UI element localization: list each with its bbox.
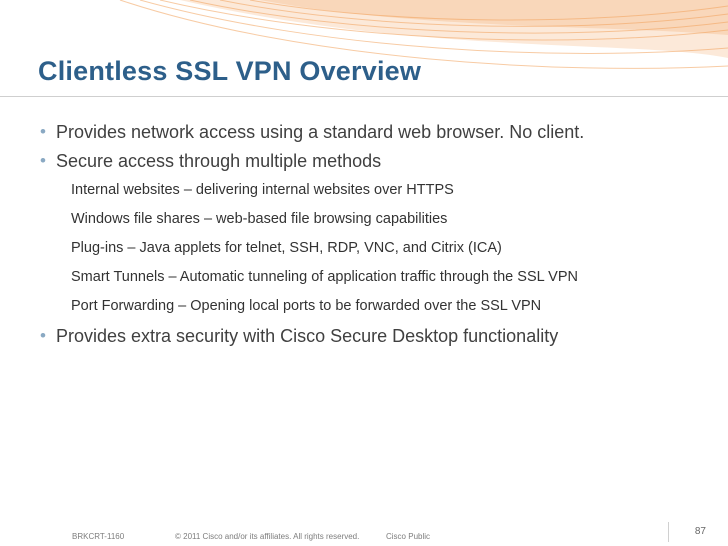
header-decoration [119,0,728,69]
classification-label: Cisco Public [386,532,431,541]
header-swoosh-line [119,0,728,69]
header-swoosh-line [139,0,728,54]
footer-divider [668,522,669,542]
bullet-marker: • [40,151,46,170]
slide-footer: BRKCRT-1160 © 2011 Cisco and/or its affi… [0,530,728,544]
header-swoosh-line [159,0,728,41]
sub-item: Port Forwarding – Opening local ports to… [71,298,542,314]
sub-item: Internal websites – delivering internal … [71,182,454,198]
bullet-marker: • [40,326,46,345]
bullet-item: • Provides network access using a standa… [40,122,720,143]
bullet-item: • Provides extra security with Cisco Sec… [40,326,720,347]
title-divider [0,96,728,97]
bullet-marker: • [40,122,46,141]
bullet-text: Secure access through multiple methods [56,151,382,171]
header-swoosh-line [219,0,728,27]
bullet-item: • Secure access through multiple methods [40,151,720,172]
page-number: 87 [694,526,706,537]
sub-item: Smart Tunnels – Automatic tunneling of a… [71,269,578,285]
header-swoosh-shape [260,0,728,35]
header-swoosh-line [189,0,728,34]
bullet-text: Provides network access using a standard… [56,122,585,142]
sub-item: Plug-ins – Java applets for telnet, SSH,… [71,240,502,256]
session-id: BRKCRT-1160 [72,532,125,541]
slide-title: Clientless SSL VPN Overview [38,56,422,86]
bullet-text: Provides extra security with Cisco Secur… [56,326,559,346]
copyright-notice: © 2011 Cisco and/or its affiliates. All … [175,532,360,541]
header-swoosh-line [249,0,728,21]
slide-content: • Provides network access using a standa… [40,118,720,347]
sub-item: Windows file shares – web-based file bro… [71,211,448,227]
